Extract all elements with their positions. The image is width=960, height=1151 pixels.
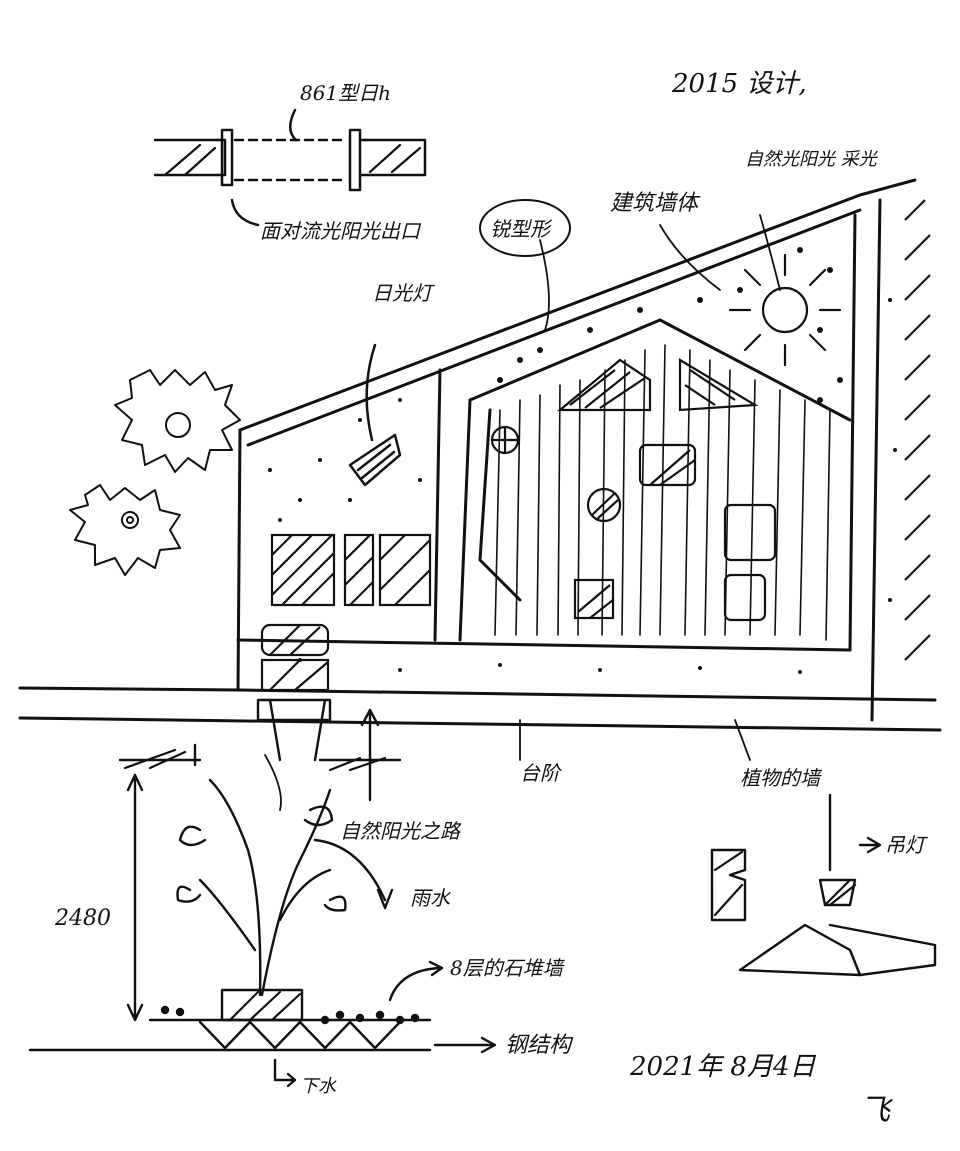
facade-slats (494, 344, 831, 641)
date-text: 2021年 8月4日 (629, 1052, 817, 1082)
steps-label: 台阶 (520, 761, 562, 785)
planter-label: 8层的石堆墙 (450, 956, 566, 980)
stipple-texture (268, 247, 897, 674)
circle-label-outline (479, 199, 571, 257)
side-wall-hatch (904, 199, 931, 661)
section-label: 861型日h (300, 81, 391, 105)
leader-lines (264, 214, 781, 811)
author-mark: 飞 (860, 1093, 893, 1128)
plant-wall-label: 植物的墙 (740, 766, 823, 790)
sun-label: 自然光阳光 采光 (745, 149, 879, 170)
rainwater-label: 雨水 (410, 886, 451, 910)
circle-label: 锐型形 (490, 217, 553, 241)
dimension-label: 2480 (54, 906, 111, 931)
lantern-label: 日光灯 (372, 281, 436, 305)
steel-label: 钢结构 (505, 1033, 574, 1058)
drain-label: 下水 (300, 1076, 337, 1097)
lantern-icon (348, 343, 402, 487)
section-detail (153, 108, 427, 227)
signature-text: 2015 设计, (671, 69, 807, 99)
lower-section (28, 698, 497, 1088)
pendant-lamp-icon (710, 793, 937, 977)
section-caption: 面对流光阳光出口 (260, 219, 422, 243)
pendant-label: 吊灯 (885, 833, 929, 857)
shrub-icon (69, 369, 241, 576)
wall-label: 建筑墙体 (610, 191, 701, 216)
sun-icon (728, 253, 842, 367)
hatched-windows (260, 358, 777, 692)
sunlight-path-label: 自然阳光之路 (340, 819, 462, 843)
annotation-labels: 2015 设计, 861型日h 面对流光阳光出口 日光灯 锐型形 建筑墙体 自然… (54, 69, 929, 1128)
building-outline (18, 178, 942, 732)
